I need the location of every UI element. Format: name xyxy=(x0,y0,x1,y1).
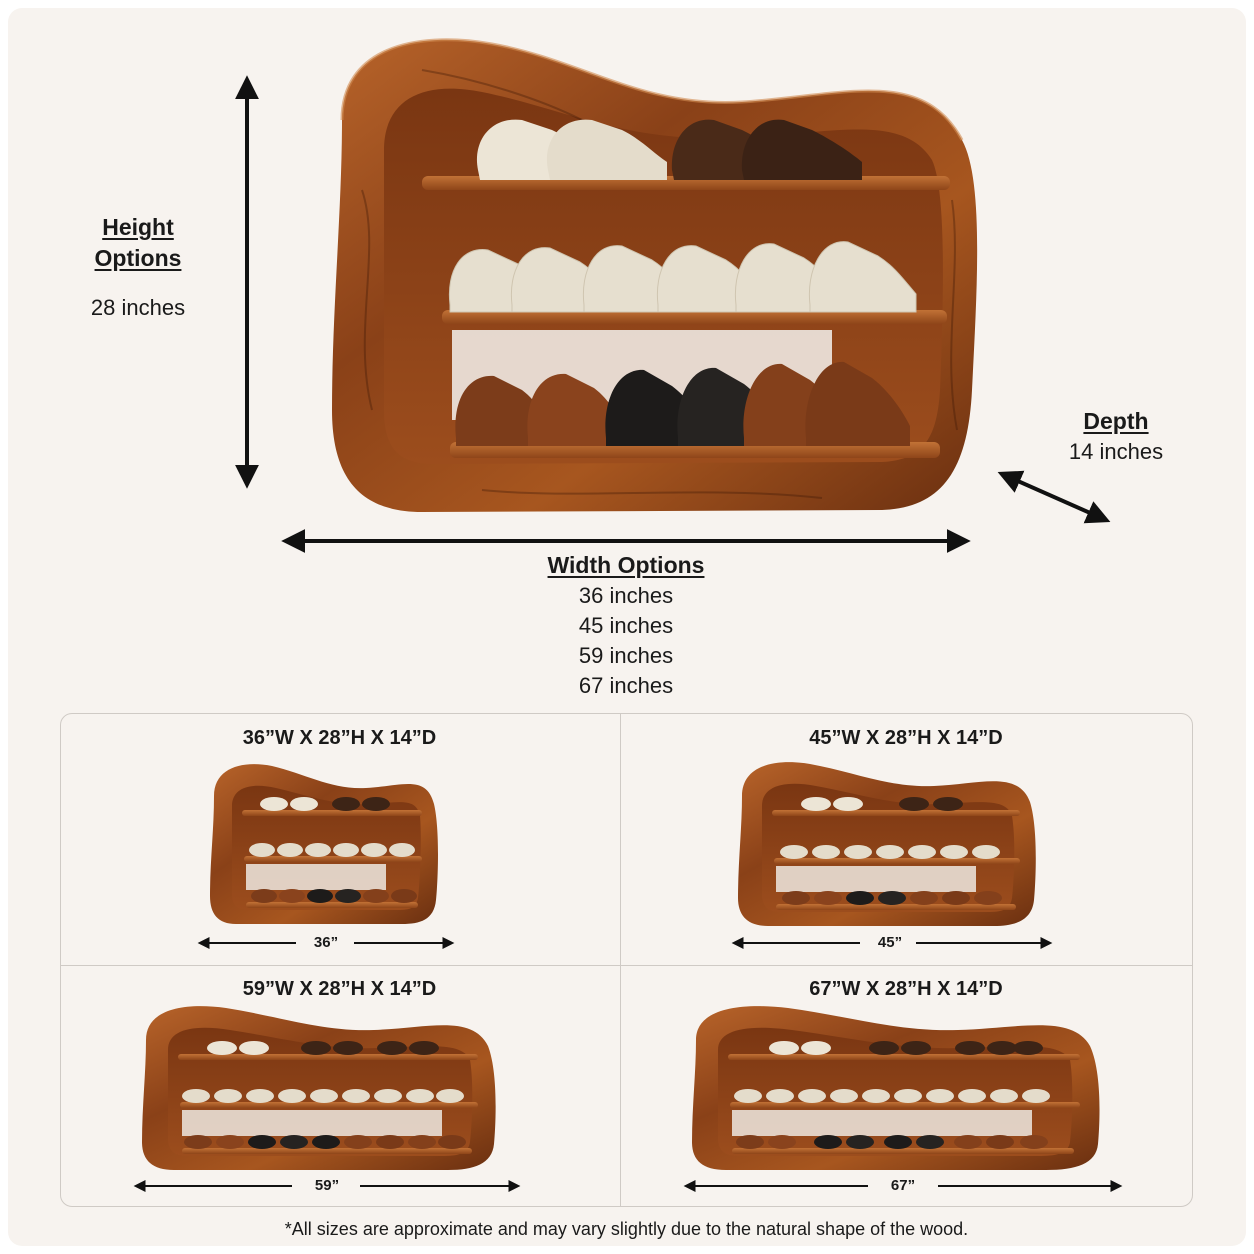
footnote: *All sizes are approximate and may vary … xyxy=(284,1219,969,1239)
width-value-59: 59 inches xyxy=(578,643,674,668)
width-value-36: 36 inches xyxy=(578,583,674,608)
variant-67-width-label: 67” xyxy=(890,1177,916,1194)
width-value-67: 67 inches xyxy=(578,673,674,698)
variant-59-title: 59”W X 28”H X 14”D xyxy=(242,978,437,1000)
variant-36-title: 36”W X 28”H X 14”D xyxy=(242,727,437,749)
width-value-45: 45 inches xyxy=(578,613,674,638)
height-heading: Height Options xyxy=(60,212,216,274)
variant-36-rack-image xyxy=(210,764,438,924)
depth-value: 14 inches xyxy=(1068,439,1164,464)
grid-horizontal-divider xyxy=(61,965,1192,966)
height-heading-line2: Options xyxy=(94,245,182,271)
variant-59-rack-image xyxy=(142,1006,496,1170)
variant-67-width-arrow xyxy=(683,1180,1123,1192)
width-arrow xyxy=(281,529,971,553)
width-values-list: 36 inches 45 inches 59 inches 67 inches xyxy=(476,581,776,701)
height-arrow xyxy=(235,75,259,489)
variant-36-width-arrow xyxy=(197,937,455,949)
depth-heading: Depth xyxy=(1083,408,1149,434)
height-heading-line1: Height xyxy=(102,214,174,240)
variant-45-rack-image xyxy=(738,762,1036,926)
height-value: 28 inches xyxy=(90,295,186,320)
variant-45-width-label: 45” xyxy=(877,934,903,951)
size-variants-grid xyxy=(60,713,1193,1207)
variant-67-title: 67”W X 28”H X 14”D xyxy=(809,978,1003,1000)
variant-59-width-arrow xyxy=(133,1180,521,1192)
grid-vertical-divider xyxy=(620,714,621,1206)
variant-59-width-label: 59” xyxy=(314,1177,340,1194)
variant-67-rack-image xyxy=(692,1006,1100,1170)
variant-45-title: 45”W X 28”H X 14”D xyxy=(809,727,1003,749)
depth-arrow xyxy=(997,470,1111,524)
variant-36-width-label: 36” xyxy=(313,934,339,951)
main-shoe-rack-image xyxy=(332,38,978,513)
width-heading: Width Options xyxy=(547,552,705,578)
variant-45-width-arrow xyxy=(731,937,1053,949)
